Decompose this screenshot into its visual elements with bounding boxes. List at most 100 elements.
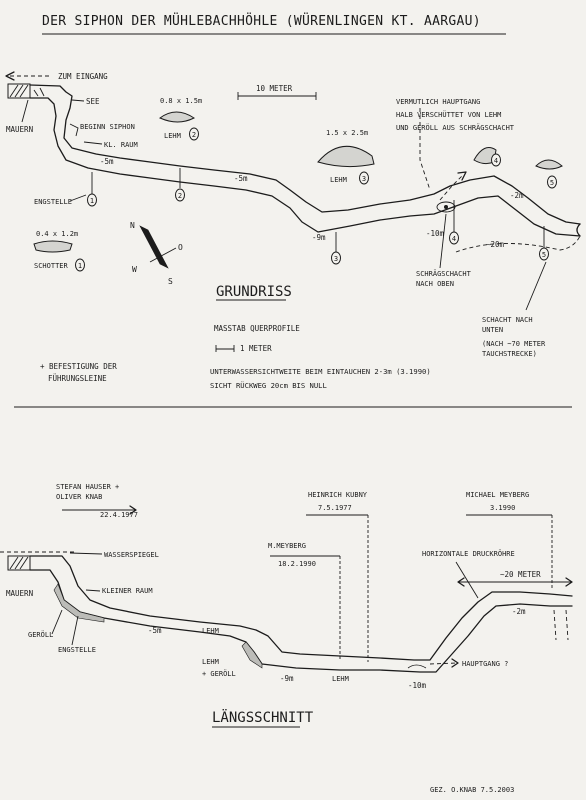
plan-view: ZUM EINGANG MAUERN SEE BEGINN SIPHON KL.…: [5, 71, 581, 390]
profile-1-num: 1: [78, 262, 82, 270]
visibility-note-2: SICHT RÜCKWEG 20cm BIS NULL: [210, 381, 327, 390]
profile-marker-4: 4: [449, 200, 459, 245]
label-lehm-geroell-1: LEHM: [202, 658, 219, 666]
label-beginn-siphon: BEGINN SIPHON: [80, 123, 135, 131]
svg-text:5: 5: [542, 251, 546, 259]
sheet-title: DER SIPHON DER MÜHLEBACHHÖHLE (WÜRENLING…: [42, 12, 481, 29]
visibility-note-1: UNTERWASSERSICHTWEITE BEIM EINTAUCHEN 2-…: [210, 367, 431, 376]
label-lehm-geroell-2: + GERÖLL: [202, 669, 236, 678]
profile-marker-5: 5: [539, 226, 549, 261]
label-hauptgang-3: UND GERÖLL AUS SCHRÄGSCHACHT: [396, 123, 515, 132]
label-hauptgang-2: HALB VERSCHÜTTET VON LEHM: [396, 110, 501, 119]
explorer-1-name2: OLIVER KNAB: [56, 493, 102, 501]
label-schacht-1: SCHACHT NACH: [482, 316, 533, 324]
profile-2-num: 2: [192, 131, 196, 139]
explorer-2-date: 7.5.1977: [318, 504, 352, 512]
label-mauern-section: MAUERN: [6, 589, 33, 598]
label-lehm-section-3: LEHM: [332, 675, 349, 683]
section-walls: [7, 555, 31, 571]
compass-rose: N O S W: [130, 221, 183, 286]
svg-text:2: 2: [178, 192, 182, 200]
explorer-4-name1: MICHAEL MEYBERG: [466, 491, 529, 499]
explorer-1-name1: STEFAN HAUSER +: [56, 483, 119, 491]
section-view: STEFAN HAUSER + OLIVER KNAB 22.4.1977 HE…: [0, 483, 573, 794]
label-massstab: MASSTAB QUERPROFILE: [214, 324, 300, 333]
depth-minus2-plan: -2m: [510, 191, 524, 200]
label-hauptgang-1: VERMUTLICH HAUPTGANG: [396, 98, 480, 106]
profile-3-num: 3: [362, 175, 366, 183]
cross-profile-3: [317, 145, 375, 168]
profile-1-size: 0.4 x 1.2m: [36, 230, 78, 238]
svg-text:3: 3: [334, 255, 338, 263]
depth-minus2-section: -2m: [512, 607, 526, 616]
plan-heading: GRUNDRISS: [216, 284, 292, 300]
depth-minus9-plan: -9m: [312, 233, 326, 242]
depth-minus5-plan: -5m: [100, 157, 114, 166]
schraegschacht-outline: [436, 201, 456, 213]
drawn-by-signature: GEZ. O.KNAB 7.5.2003: [430, 786, 514, 794]
label-geroell: GERÖLL: [28, 630, 53, 639]
gravel-deposit: [53, 583, 105, 623]
compass-w: W: [132, 265, 137, 274]
label-schraegschacht-2: NACH OBEN: [416, 280, 454, 288]
profile-2-label: LEHM: [164, 132, 181, 140]
label-zum-eingang: ZUM EINGANG: [58, 72, 108, 81]
profile-1-label: SCHOTTER: [34, 262, 69, 270]
twenty-m-arc: [455, 235, 581, 253]
compass-o: O: [178, 243, 183, 252]
label-one-meter: 1 METER: [240, 344, 272, 353]
profile-3-label: LEHM: [330, 176, 347, 184]
profile-3-size: 1.5 x 2.5m: [326, 129, 368, 137]
svg-text:4: 4: [452, 235, 456, 243]
legend-befestigung-2: FÜHRUNGSLEINE: [48, 374, 107, 383]
label-druckroehre: HORIZONTALE DRUCKRÖHRE: [422, 549, 515, 558]
section-floor: [29, 569, 573, 673]
label-kl-raum: KL. RAUM: [104, 141, 138, 149]
label-ten-meter: 10 METER: [256, 84, 293, 93]
compass-s: S: [168, 277, 173, 286]
label-lehm-section-1: LEHM: [202, 627, 219, 635]
label-twenty-meter: ~20 METER: [500, 570, 541, 579]
label-engstelle-plan: ENGSTELLE: [34, 198, 72, 206]
label-see: SEE: [86, 97, 100, 106]
profile-marker-2: 2: [175, 168, 185, 202]
section-ceiling: [29, 555, 573, 661]
cross-profile-1: [33, 240, 73, 253]
label-kleiner-raum: KLEINER RAUM: [102, 587, 153, 595]
legend-befestigung-1: + BEFESTIGUNG DER: [40, 362, 117, 371]
explorer-3-name1: M.MEYBERG: [268, 542, 306, 550]
label-schacht-3: (NACH ~70 METER: [482, 340, 546, 348]
profile-2-size: 0.8 x 1.5m: [160, 97, 202, 105]
depth-minus10-plan: -10m: [426, 229, 445, 238]
cross-profile-2: [159, 111, 195, 123]
plan-passage-upper-wall: [29, 84, 581, 225]
profile-marker-3: 3: [331, 232, 341, 265]
depth-minus10-section: -10m: [408, 681, 427, 690]
schraegschacht-dash: [439, 175, 463, 201]
profile-marker-1: 1: [87, 172, 97, 207]
label-schacht-2: UNTEN: [482, 326, 503, 334]
label-wasserspiegel: WASSERSPIEGEL: [104, 551, 159, 559]
label-schacht-4: TAUCHSTRECKE): [482, 350, 537, 358]
label-hauptgang-section: HAUPTGANG ?: [462, 660, 508, 668]
label-schraegschacht-1: SCHRÄGSCHACHT: [416, 269, 472, 278]
label-mauern-plan: MAUERN: [6, 125, 33, 134]
explorer-1-date: 22.4.1977: [100, 511, 138, 519]
label-twenty-m: ~20m: [486, 240, 505, 249]
svg-text:1: 1: [90, 197, 94, 205]
depth-minus5-plan-b: -5m: [234, 174, 248, 183]
cross-profile-5: [535, 159, 563, 170]
explorer-2-name1: HEINRICH KUBNY: [308, 491, 368, 499]
depth-minus5-section: -5m: [148, 626, 162, 635]
profile-4-num: 4: [494, 157, 498, 165]
entrance-arrow-head: [5, 71, 15, 81]
explorer-3-date: 18.2.1990: [278, 560, 316, 568]
explorer-4-date: 3.1990: [490, 504, 515, 512]
compass-needle: [139, 225, 169, 269]
label-engstelle-section: ENGSTELLE: [58, 646, 96, 654]
compass-n: N: [130, 221, 135, 230]
profile-5-num: 5: [550, 179, 554, 187]
depth-minus9-section: -9m: [280, 674, 294, 683]
plan-walls: [7, 83, 31, 99]
